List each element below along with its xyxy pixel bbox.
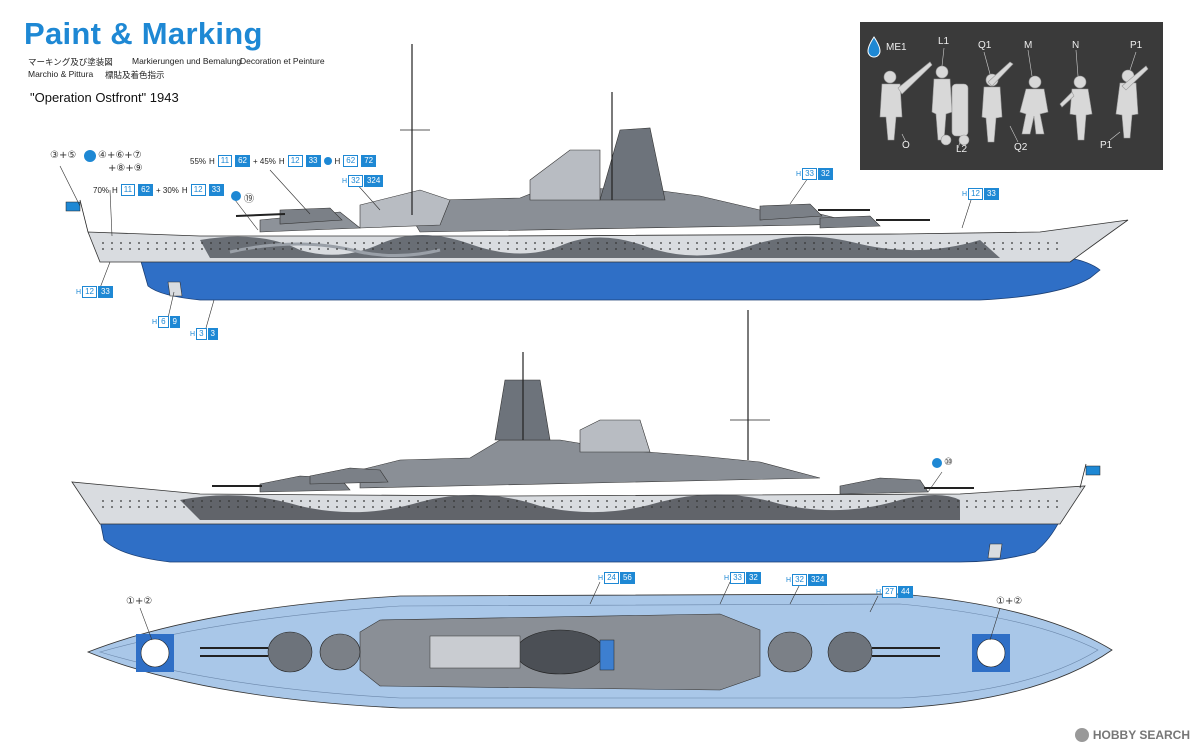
subtitle-it: Marchio & Pittura <box>28 69 94 79</box>
hull-lower-starboard <box>139 257 1101 301</box>
watermark: HOBBY SEARCH <box>1074 728 1190 742</box>
figure-label-m: M <box>1024 40 1033 51</box>
crew-figures-panel: ME1 L1 Q1 M N P1 O L2 Q2 P1 <box>860 22 1163 170</box>
subtitle-zh: 標貼及着色指示 <box>105 70 165 80</box>
watermark-logo-icon <box>1074 728 1089 742</box>
figure-label-n: N <box>1072 40 1080 51</box>
subtitle-ja: マーキング及び塗装図 <box>28 57 113 67</box>
side-profile-port <box>71 310 1101 563</box>
decal-callout-1-2-stern: ①+② <box>996 596 1023 607</box>
decal-callout-4-6-7: ④+⑥+⑦ <box>98 150 142 161</box>
decal-callout-3-5: ③+⑤ <box>50 150 77 161</box>
scheme-title: "Operation Ostfront" 1943 <box>30 90 179 105</box>
figure-label-l2: L2 <box>956 144 968 155</box>
figure-label-l1: L1 <box>938 36 950 47</box>
hull-lower-port <box>99 519 1061 563</box>
subtitle-de: Markierungen und Bemalung <box>132 56 242 66</box>
decal-callout-19: ⑲ <box>244 194 254 205</box>
decal-circle-icon <box>84 150 96 162</box>
decal-circle-icon <box>323 157 332 165</box>
figure-label-p1-top: P1 <box>1130 40 1143 51</box>
figure-label-o: O <box>902 140 910 151</box>
page-title: Paint & Marking <box>24 16 263 51</box>
crew-figures-drawing <box>867 36 1149 149</box>
figure-label-q1: Q1 <box>978 40 992 51</box>
decal-callout-1-2-bow: ①+② <box>126 596 153 607</box>
figure-label-me1: ME1 <box>886 42 907 53</box>
deck-plan <box>86 593 1113 709</box>
decal-circle-icon <box>932 458 942 468</box>
figure-label-p1-bottom: P1 <box>1100 140 1113 151</box>
figure-label-q2: Q2 <box>1014 142 1028 153</box>
side-profile-starboard <box>65 44 1129 301</box>
decal-callout-8-9: +⑧+⑨ <box>108 163 143 174</box>
subtitle-fr: Decoration et Peinture <box>240 56 325 66</box>
paint-drop-icon <box>867 36 881 58</box>
decal-callout-10: ⑩ <box>944 457 953 468</box>
decal-circle-icon <box>231 191 241 201</box>
